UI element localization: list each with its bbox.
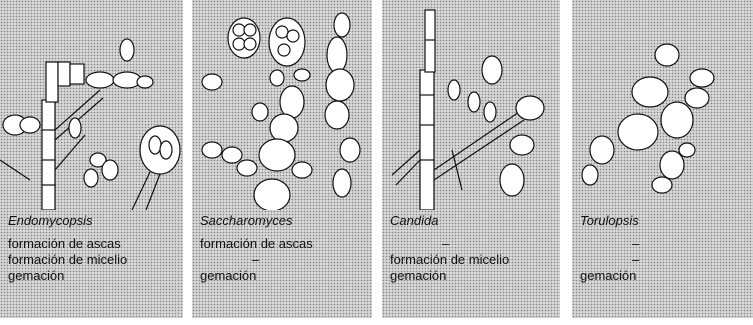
property-budding: gemación (390, 268, 509, 284)
yeast-cell (326, 69, 354, 101)
ascospore (233, 38, 245, 50)
blastospore (510, 135, 534, 155)
yeast-cell (237, 160, 257, 176)
yeast-cell (270, 114, 298, 142)
genus-label: Torulopsis (580, 213, 639, 228)
blastospore (482, 56, 502, 84)
yeast-cell (325, 101, 349, 129)
yeast-cell (618, 114, 658, 150)
yeast-cell (334, 13, 350, 37)
genus-label: Saccharomyces (200, 213, 292, 228)
ascospore (278, 44, 290, 56)
yeast-cell (652, 177, 672, 193)
yeast-cell (333, 169, 351, 197)
property-asci: – (580, 236, 639, 252)
yeast-cell (86, 72, 114, 88)
yeast-cell (120, 39, 134, 61)
yeast-cell (69, 118, 81, 138)
blastospore (516, 96, 544, 120)
yeast-cell (270, 70, 284, 86)
yeast-cell (102, 160, 118, 180)
yeast-cell (655, 44, 679, 66)
properties-list: – – gemación (580, 236, 639, 284)
property-budding: gemación (200, 268, 313, 284)
property-mycelium: formación de micelio (8, 252, 127, 268)
yeast-cell (84, 169, 98, 187)
genus-label: Endomycopsis (8, 213, 93, 228)
yeast-cell (252, 103, 268, 121)
ascospore (244, 38, 256, 50)
properties-list: – formación de micelio gemación (390, 236, 509, 284)
yeast-cell (254, 179, 290, 210)
ascus (228, 18, 260, 58)
properties-list: formación de ascas formación de micelio … (8, 236, 127, 284)
yeast-cell (222, 147, 242, 163)
yeast-cell (690, 69, 714, 87)
panel-saccharomyces: Saccharomyces formación de ascas – gemac… (192, 0, 372, 318)
blastospore (468, 92, 480, 112)
property-budding: gemación (8, 268, 127, 284)
yeast-cell (660, 151, 684, 179)
yeast-cell (679, 143, 695, 157)
ascospore (287, 30, 299, 42)
yeast-cell (280, 86, 304, 118)
yeast-cell (632, 77, 668, 107)
saccharomyces-illustration (192, 0, 372, 210)
hypha-segment (58, 62, 70, 86)
yeast-cell (327, 37, 347, 73)
ascospore (149, 136, 161, 154)
property-budding: gemación (580, 268, 639, 284)
panel-endomycopsis: Endomycopsis formación de ascas formació… (0, 0, 183, 318)
yeast-cell (259, 139, 295, 171)
panel-candida: Candida – formación de micelio gemación (382, 0, 560, 318)
torulopsis-illustration (572, 0, 753, 210)
property-mycelium: – (580, 252, 639, 268)
yeast-cell (202, 142, 222, 158)
ascospore (160, 141, 172, 159)
property-asci: – (390, 236, 509, 252)
yeast-cell (661, 102, 693, 138)
yeast-cell (292, 162, 312, 178)
yeast-cell (294, 69, 310, 81)
yeast-cell (202, 74, 222, 90)
ascospore (233, 24, 245, 36)
yeast-cell (137, 76, 153, 88)
property-mycelium: – (200, 252, 313, 268)
ascus (269, 18, 305, 66)
endomycopsis-illustration (0, 0, 183, 210)
yeast-cell (590, 136, 614, 164)
property-mycelium: formación de micelio (390, 252, 509, 268)
yeast-cell (685, 88, 709, 108)
yeast-cell (20, 117, 40, 133)
hypha-segment (70, 64, 84, 84)
hypha-segment (46, 62, 58, 102)
genus-label: Candida (390, 213, 438, 228)
yeast-cell (340, 138, 360, 162)
yeast-cell (582, 165, 598, 185)
property-asci: formación de ascas (200, 236, 313, 252)
blastospore (484, 102, 496, 122)
blastospore (448, 80, 460, 100)
ascospore (276, 26, 288, 38)
panel-torulopsis: Torulopsis – – gemación (572, 0, 753, 318)
ascospore (244, 24, 256, 36)
candida-illustration (382, 0, 560, 210)
hypha-segment (425, 10, 435, 72)
hypha-segment (420, 70, 434, 210)
properties-list: formación de ascas – gemación (200, 236, 313, 284)
property-asci: formación de ascas (8, 236, 127, 252)
blastospore (500, 164, 524, 196)
hypha-segment (42, 100, 55, 210)
